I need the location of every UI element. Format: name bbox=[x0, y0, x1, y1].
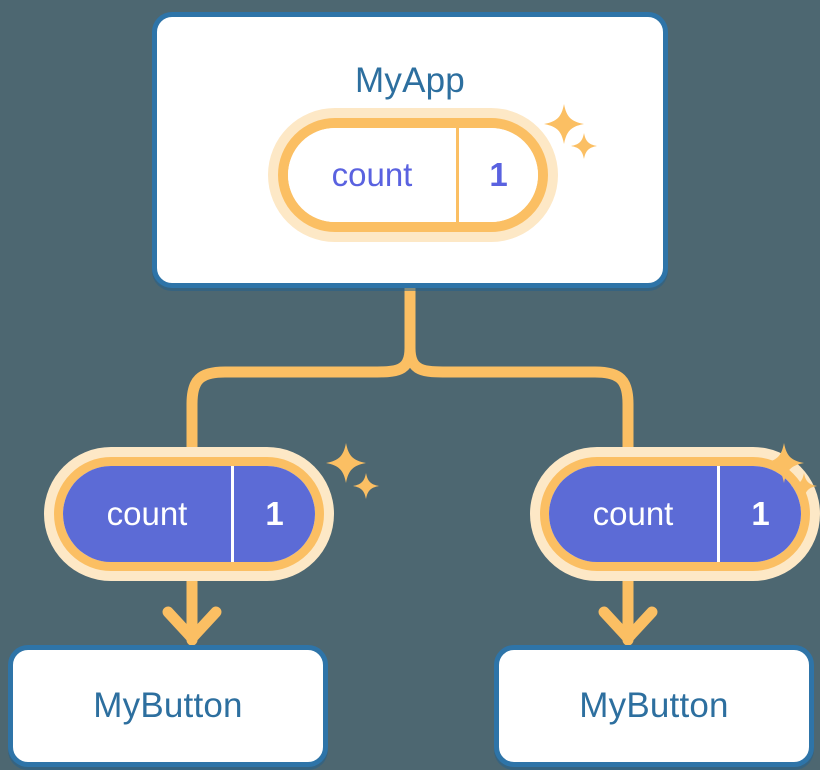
child-title-left: MyButton bbox=[93, 686, 243, 725]
arrow-down-icon-right bbox=[598, 606, 658, 644]
arrow-down-icon-left bbox=[162, 606, 222, 644]
state-key-right: count bbox=[592, 495, 674, 532]
state-key-left: count bbox=[106, 495, 188, 532]
state-value-left: 1 bbox=[231, 466, 315, 562]
state-pill-left[interactable]: count 1 bbox=[54, 457, 324, 571]
state-value-root: 1 bbox=[456, 128, 538, 222]
child-component-card-left[interactable]: MyButton bbox=[8, 645, 328, 767]
child-component-card-right[interactable]: MyButton bbox=[494, 645, 814, 767]
state-pill-root[interactable]: count 1 bbox=[278, 118, 548, 232]
connector-branch-left bbox=[186, 342, 416, 458]
state-key-root: count bbox=[331, 156, 413, 193]
child-title-right: MyButton bbox=[579, 686, 729, 725]
state-pill-left-inner: count 1 bbox=[63, 466, 315, 562]
state-value-right: 1 bbox=[717, 466, 801, 562]
connector-branch-right bbox=[404, 342, 634, 458]
state-pill-right-inner: count 1 bbox=[549, 466, 801, 562]
state-pill-right[interactable]: count 1 bbox=[540, 457, 810, 571]
state-pill-root-inner: count 1 bbox=[288, 128, 538, 222]
page-title: MyApp bbox=[355, 61, 465, 100]
